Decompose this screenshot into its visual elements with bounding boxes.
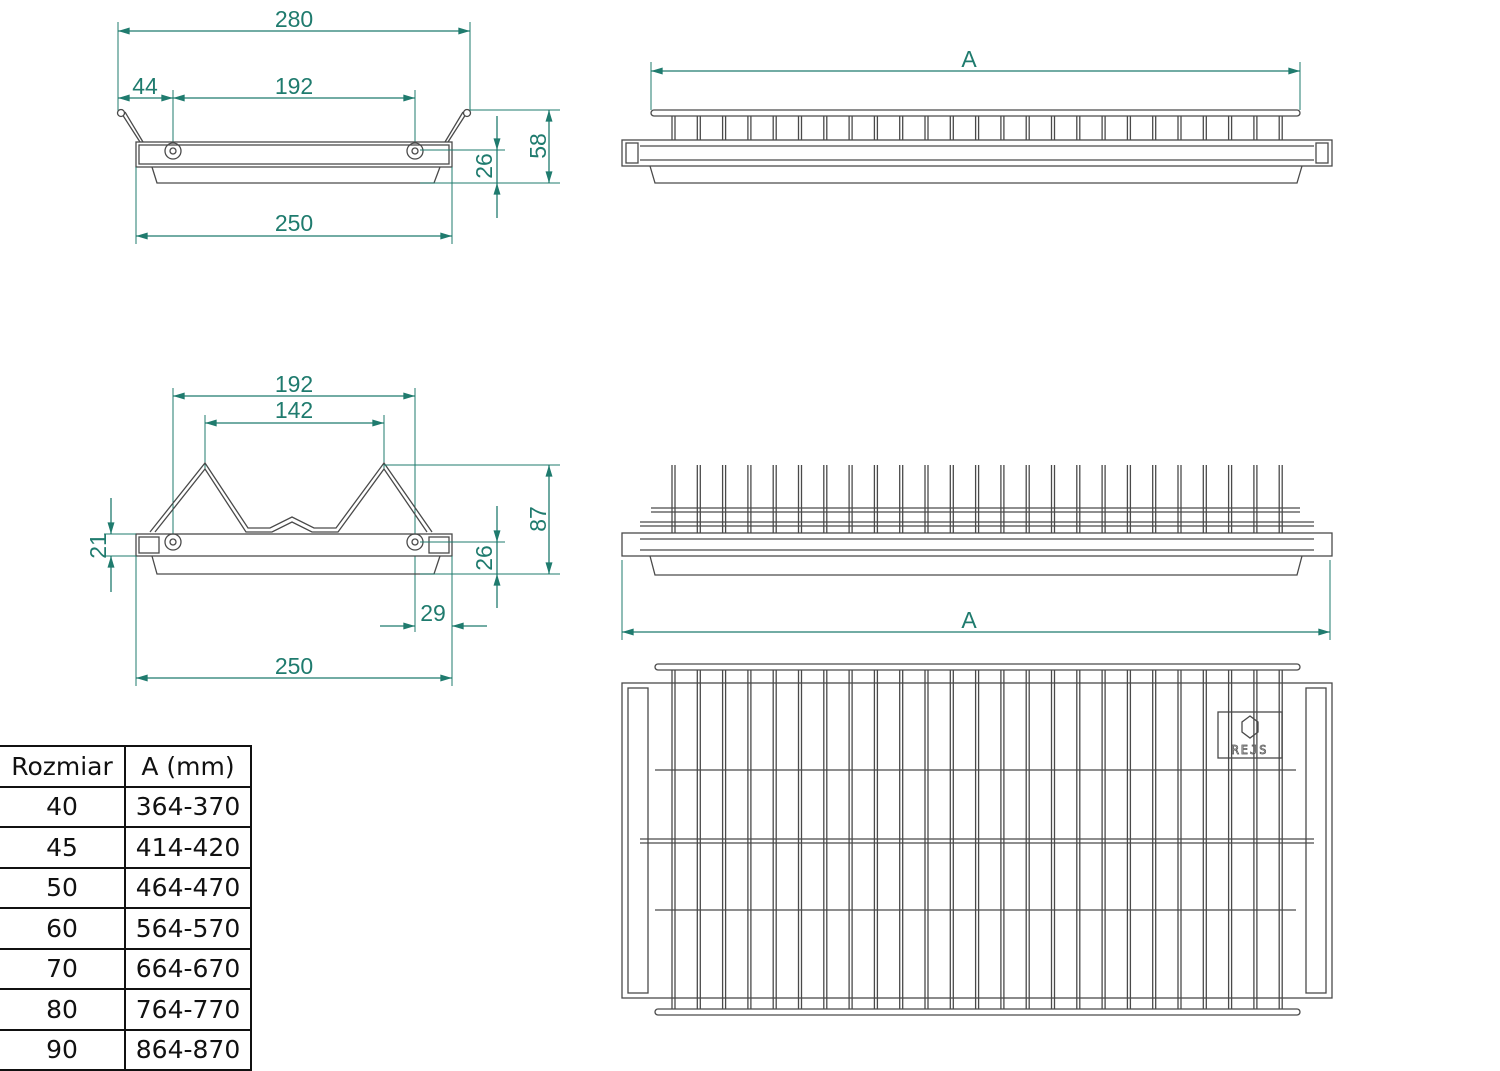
dim-26-b: 26 bbox=[471, 545, 497, 571]
cell-size: 70 bbox=[0, 948, 126, 990]
dim-250: 250 bbox=[275, 210, 313, 236]
cell-a: 664-670 bbox=[125, 948, 252, 990]
dim-192-b: 192 bbox=[275, 371, 313, 397]
dim-A-top: A bbox=[961, 46, 977, 72]
table-header-row: Rozmiar A (mm) bbox=[0, 745, 252, 788]
cell-size: 90 bbox=[0, 1029, 126, 1071]
rack-front-view-bottom: A bbox=[621, 465, 1333, 640]
side-view-bottom: 192 142 21 87 26 29 250 bbox=[85, 371, 560, 686]
cell-size: 45 bbox=[0, 827, 126, 869]
svg-text:REJS: REJS bbox=[1232, 743, 1269, 757]
side-view-top: 280 44 192 250 58 26 bbox=[116, 6, 560, 244]
cell-a: 464-470 bbox=[125, 867, 252, 909]
dim-192: 192 bbox=[275, 73, 313, 99]
brand-logo: REJS bbox=[1217, 711, 1283, 759]
dim-142: 142 bbox=[275, 397, 313, 423]
dim-21: 21 bbox=[85, 533, 111, 559]
cell-a: 764-770 bbox=[125, 989, 252, 1031]
cell-size: 60 bbox=[0, 908, 126, 950]
header-a: A (mm) bbox=[125, 745, 252, 788]
dim-87: 87 bbox=[525, 506, 551, 532]
dim-250-b: 250 bbox=[275, 653, 313, 679]
rack-top-view: REJS bbox=[621, 663, 1333, 1016]
dim-58: 58 bbox=[525, 133, 551, 159]
dim-44: 44 bbox=[132, 73, 158, 99]
header-size: Rozmiar bbox=[0, 745, 126, 788]
dim-280: 280 bbox=[275, 6, 313, 32]
cell-size: 50 bbox=[0, 867, 126, 909]
cell-a: 564-570 bbox=[125, 908, 252, 950]
cell-size: 80 bbox=[0, 989, 126, 1031]
cell-a: 364-370 bbox=[125, 786, 252, 828]
rack-front-view-top: A bbox=[621, 46, 1333, 184]
cell-size: 40 bbox=[0, 786, 126, 828]
dim-26: 26 bbox=[471, 153, 497, 179]
cell-a: 864-870 bbox=[125, 1029, 252, 1071]
dim-29: 29 bbox=[420, 600, 446, 626]
dim-A-bottom: A bbox=[961, 607, 977, 633]
cell-a: 414-420 bbox=[125, 827, 252, 869]
